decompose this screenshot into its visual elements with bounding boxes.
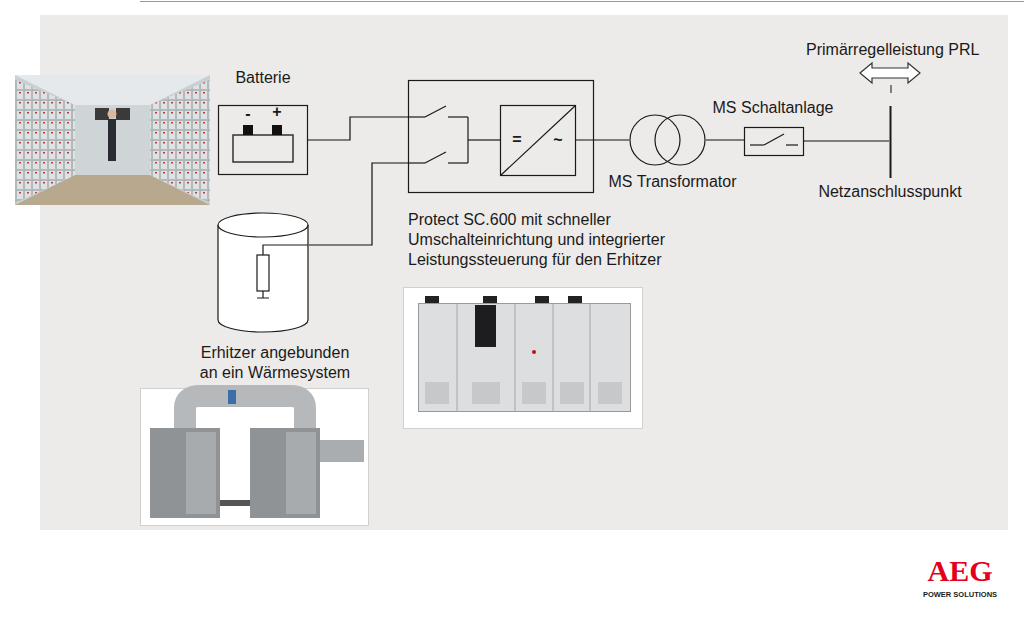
cabinet-vent <box>522 382 546 404</box>
cabinet-divider <box>590 304 591 411</box>
battery-outline <box>219 106 308 175</box>
cabinet-divider <box>553 304 554 411</box>
switch-wire <box>750 144 764 145</box>
terminal-sign: + <box>269 103 285 121</box>
cabinet-vent <box>560 382 584 404</box>
battery-body <box>233 135 293 162</box>
photo-end-wall <box>75 105 150 175</box>
battery-box-shape <box>218 105 308 175</box>
node-label: Batterie <box>235 68 290 88</box>
cabinet-photo <box>404 288 643 429</box>
cabinet-fan <box>568 296 582 303</box>
heater-pipe <box>185 396 305 430</box>
heater-outlet <box>320 440 364 462</box>
logo-mark: AEG <box>905 554 1015 588</box>
busbar-shape <box>889 106 892 178</box>
heater-unit <box>250 428 320 518</box>
inverter-outline <box>501 106 576 176</box>
wire <box>308 117 408 140</box>
switch-wire <box>408 116 425 117</box>
photo-person <box>108 119 116 161</box>
inverter-box-shape <box>500 105 576 176</box>
switch-wire <box>408 162 425 163</box>
transformer-winding <box>655 115 705 165</box>
double-arrow <box>860 63 920 83</box>
terminal-sign: - <box>240 105 256 123</box>
busbar-line <box>890 106 892 178</box>
cabinet-divider <box>515 304 516 411</box>
photo-window <box>116 108 130 120</box>
switchgear-box: MS Schaltanlage <box>708 98 838 158</box>
heater-photo <box>141 389 369 526</box>
wire <box>309 163 408 245</box>
tank-top <box>218 213 308 237</box>
switch-wire <box>448 116 468 117</box>
switch-wire <box>468 139 500 140</box>
symbol-text: = <box>512 130 521 150</box>
switch-wire <box>448 162 468 163</box>
tank-body <box>218 225 308 332</box>
resistor-wire <box>263 245 308 255</box>
cabinet-fan <box>425 296 439 303</box>
cabinet-vent <box>598 382 622 404</box>
background-panel <box>40 15 1008 530</box>
top-rule <box>140 1 1024 2</box>
busbar: Netzanschlusspunkt <box>814 104 966 204</box>
wire <box>804 140 889 141</box>
symbol-text: ~ <box>553 130 562 150</box>
battery-rack <box>150 80 210 203</box>
cabinet-vent <box>425 382 449 404</box>
battery-rack <box>15 80 75 203</box>
cabinet-divider <box>457 304 458 411</box>
cabinet-vent <box>472 382 500 404</box>
cabinet-indicator <box>532 350 536 354</box>
battery-room-photo <box>15 75 210 205</box>
heater-unit <box>150 428 220 518</box>
node-label: Netzanschlusspunkt <box>818 182 961 202</box>
heater-tank-shape <box>217 210 309 334</box>
transformer-symbol-shape <box>629 114 706 166</box>
switchgear-box-shape <box>744 127 804 156</box>
arrow-tick <box>890 85 891 93</box>
battery-box: Batterie <box>212 68 314 176</box>
node-label: Erhitzer angebunden an ein Wärmesystem <box>194 343 356 383</box>
cabinet-fan <box>535 296 549 303</box>
service-label: Primärregelleistung PRL <box>806 40 996 60</box>
cabinet-row <box>419 304 631 412</box>
switch-wire <box>786 144 798 145</box>
switch-wire <box>425 152 446 163</box>
heater-tank: Erhitzer angebunden an ein Wärmesystem <box>190 208 360 384</box>
converter-outline <box>409 81 594 193</box>
switch-wire <box>425 106 446 117</box>
switch-blade <box>764 134 784 145</box>
heater-unit-face <box>186 432 216 514</box>
inverter-box: =~ <box>500 105 576 176</box>
resistor-symbol <box>257 255 269 291</box>
switchgear-outline <box>745 128 804 156</box>
wire <box>706 139 744 140</box>
heater-valve <box>228 390 236 404</box>
ground-symbol <box>257 291 269 298</box>
node-label: MS Schaltanlage <box>713 98 834 118</box>
wire <box>576 139 629 140</box>
node-label: MS Transformator <box>608 172 736 192</box>
heater-unit-face <box>286 432 316 514</box>
photo-window <box>95 108 109 120</box>
transformer-symbol: MS Transformator <box>600 112 745 194</box>
heater-frame <box>220 500 250 506</box>
battery-terminal <box>243 125 253 135</box>
node-label: Protect SC.600 mit schneller Umschaltein… <box>408 210 713 270</box>
inverter-diagonal <box>501 106 576 176</box>
photo-person-head <box>108 110 117 119</box>
cabinet-display <box>475 305 496 347</box>
cabinet-fan <box>483 296 497 303</box>
logo-subline: POWER SOLUTIONS <box>905 590 1015 600</box>
battery-terminal <box>272 125 282 135</box>
